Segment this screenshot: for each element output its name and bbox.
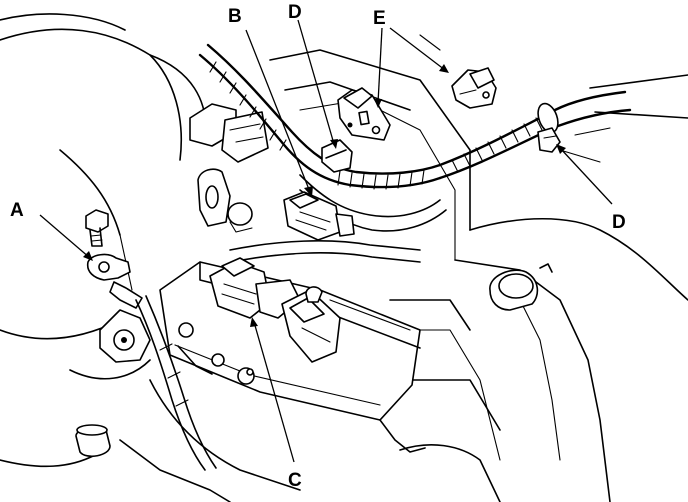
callout-label-c: C [288,470,302,491]
left-sensor [189,103,269,163]
bracket-e-left [337,87,391,141]
harness-clamp-right [537,127,561,153]
callout-label-a: A [10,200,24,221]
callout-label-d-top: D [288,2,302,23]
callout-leaders [39,19,613,463]
right-knob [489,263,553,311]
harness-clamp-top [321,139,353,173]
bracket-e-right [451,67,497,109]
wire-harness [198,43,688,263]
mounting-bracket [197,168,253,233]
connector-b [283,191,355,241]
ground-terminal-assembly [75,209,217,471]
connector-c [209,257,341,363]
callout-label-d-right: D [612,212,626,233]
callout-label-b: B [228,6,242,27]
callout-label-e: E [373,8,386,29]
